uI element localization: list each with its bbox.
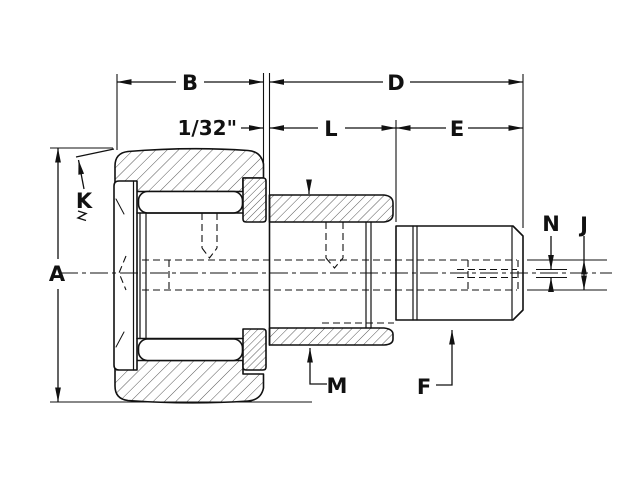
dim-label-b: B (182, 71, 198, 95)
roller-top (137, 190, 244, 214)
dim-label-k: K (76, 189, 93, 213)
dimension-lines (55, 79, 587, 402)
stud-left-step-lines (139, 212, 147, 340)
dim-label-d: D (387, 71, 404, 95)
washer-chamfer-top (115, 198, 125, 215)
shank-end-lines (365, 221, 372, 329)
dim-label-n: N (542, 212, 560, 236)
dim-label-f: F (417, 375, 431, 399)
dim-label-l: L (324, 117, 337, 141)
dim-label-e: E (450, 117, 464, 141)
grease-hole-raceway (201, 213, 218, 259)
end-washer-right-top (242, 177, 267, 223)
shank-bottom-section (268, 327, 394, 346)
dim-label-j: J (578, 213, 588, 237)
hidden-lines (118, 213, 519, 324)
crown-squiggle (76, 210, 88, 222)
end-washer-right-bottom (242, 328, 267, 371)
leader-k (77, 159, 85, 190)
leader-f (436, 330, 455, 386)
outer-ring-bottom-section (114, 359, 265, 404)
dim-label-a: A (49, 262, 66, 286)
roller-bottom (137, 338, 244, 362)
leader-m (307, 348, 327, 385)
washer-chamfer-bottom (115, 331, 125, 348)
part-geometry (113, 147, 524, 404)
end-washer-left (113, 180, 138, 371)
shank-top-section (268, 194, 394, 223)
dim-label-gap: 1/32" (178, 116, 237, 140)
dimension-labels: B D 1/32" L E A K N J M F (49, 71, 588, 399)
extension-lines (50, 73, 607, 403)
grease-hole-shank (325, 222, 344, 269)
washer-hidden-profile (118, 255, 127, 291)
crown-tangent-line (75, 148, 115, 158)
dim-label-m: M (327, 374, 348, 398)
